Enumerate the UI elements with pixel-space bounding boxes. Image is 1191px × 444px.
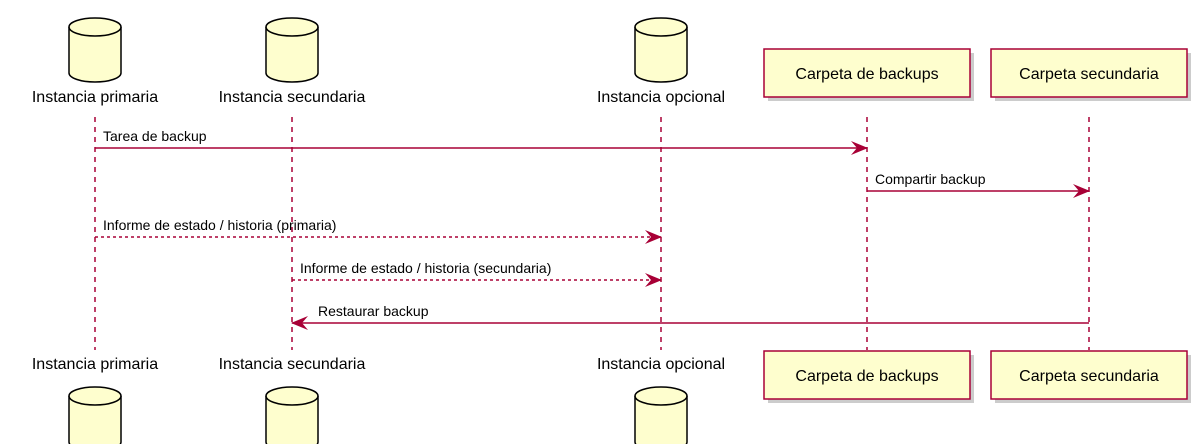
database-body (634, 396, 688, 444)
database-icon (265, 17, 319, 83)
participant-box (763, 350, 971, 400)
participant-backups-top: Carpeta de backups (763, 48, 974, 101)
database-body (68, 396, 122, 444)
database-body (634, 27, 688, 83)
participant-secundaria-bottom: Instancia secundaria (219, 356, 366, 444)
participant-label: Instancia secundaria (219, 89, 366, 106)
message-label: Informe de estado / historia (secundaria… (300, 260, 551, 276)
database-top (265, 17, 319, 37)
participant-label: Instancia opcional (597, 89, 725, 106)
database-icon (634, 17, 688, 83)
message-4: Informe de estado / historia (secundaria… (292, 260, 662, 287)
database-top (68, 386, 122, 406)
database-top (634, 386, 688, 406)
database-icon (68, 17, 122, 83)
database-body (265, 396, 319, 444)
participant-secundaria-top: Instancia secundaria (219, 17, 366, 106)
message-2: Compartir backup (867, 171, 1090, 198)
participant-box (763, 48, 971, 98)
message-3: Informe de estado / historia (primaria) (95, 217, 662, 244)
participant-label: Instancia primaria (32, 89, 158, 106)
database-icon (68, 386, 122, 444)
message-5: Restaurar backup (291, 303, 1089, 330)
participant-carpeta_sec-bottom: Carpeta secundaria (990, 350, 1191, 403)
lifelines (94, 117, 1090, 350)
participant-label: Carpeta de backups (795, 368, 938, 385)
participant-opcional-top: Instancia opcional (597, 17, 725, 106)
participant-label: Carpeta secundaria (1019, 368, 1159, 385)
message-1: Tarea de backup (95, 128, 868, 155)
participant-box (990, 48, 1188, 98)
participant-box (990, 350, 1188, 400)
participant-label: Instancia opcional (597, 356, 725, 373)
participant-carpeta_sec-top: Carpeta secundaria (990, 48, 1191, 101)
participant-label: Instancia primaria (32, 356, 158, 373)
message-label: Tarea de backup (103, 128, 207, 144)
participant-opcional-bottom: Instancia opcional (597, 356, 725, 444)
database-top (265, 386, 319, 406)
participant-label: Carpeta de backups (795, 66, 938, 83)
database-icon (634, 386, 688, 444)
database-top (634, 17, 688, 37)
participants-bottom: Instancia primaria Instancia secundaria In… (32, 350, 1191, 444)
participants-top: Instancia primaria Instancia secundaria In… (32, 17, 1191, 106)
participant-primaria-top: Instancia primaria (32, 17, 158, 106)
participant-primaria-bottom: Instancia primaria (32, 356, 158, 444)
participant-backups-bottom: Carpeta de backups (763, 350, 974, 403)
participant-label: Carpeta secundaria (1019, 66, 1159, 83)
database-top (68, 17, 122, 37)
participant-label: Instancia secundaria (219, 356, 366, 373)
message-label: Compartir backup (875, 171, 986, 187)
message-label: Restaurar backup (318, 303, 429, 319)
database-body (265, 27, 319, 83)
database-body (68, 27, 122, 83)
message-label: Informe de estado / historia (primaria) (103, 217, 336, 233)
database-icon (265, 386, 319, 444)
